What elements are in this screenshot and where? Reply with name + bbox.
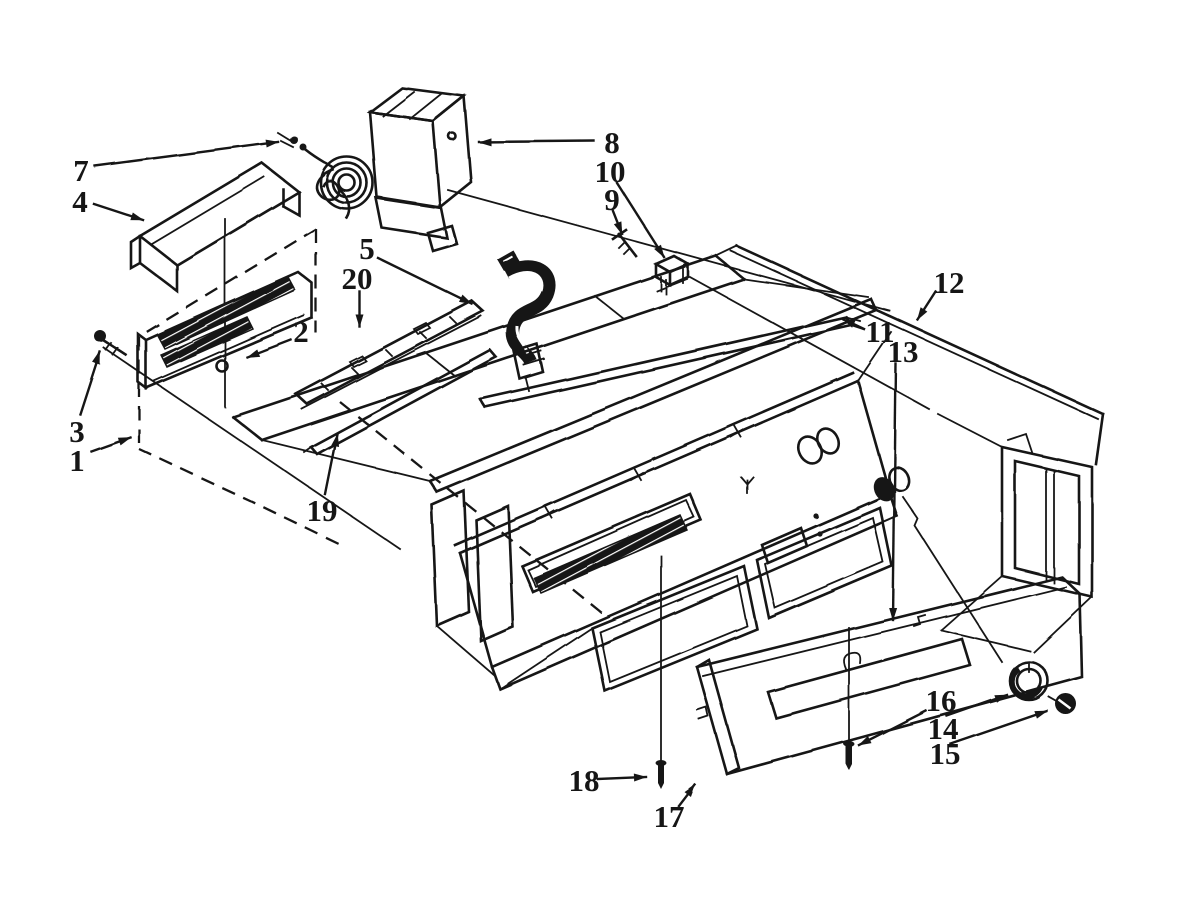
- leader-18: [596, 773, 648, 782]
- leader-1: [89, 435, 132, 453]
- leader-13: [889, 362, 898, 622]
- leader-3: [78, 350, 102, 416]
- leader-7: [93, 139, 280, 168]
- part-label-8: 8: [604, 125, 620, 160]
- leader-14: [945, 693, 1009, 718]
- part-label-19: 19: [307, 493, 338, 528]
- leader-8: [477, 137, 596, 146]
- leader-5: [376, 256, 474, 306]
- part-9-screw: [611, 228, 638, 258]
- part-4-endcap: [129, 161, 302, 294]
- part-3-screw: [94, 330, 128, 357]
- part-7-wire-terminal: [276, 131, 334, 169]
- part-15-knob-insert: [1047, 693, 1077, 715]
- part-18-screw: [655, 760, 667, 789]
- part-label-17: 17: [654, 799, 685, 834]
- leader-10: [615, 181, 666, 259]
- part-label-9: 9: [604, 182, 620, 217]
- leader-2: [245, 338, 293, 359]
- part-label-20: 20: [342, 261, 373, 296]
- part-14-timer-knob: [1008, 660, 1050, 702]
- part-label-1: 1: [69, 443, 85, 478]
- part-label-18: 18: [569, 763, 600, 798]
- part-20-trim-strip: [293, 299, 486, 411]
- part-5-wire-harness: [497, 250, 556, 393]
- leader-19: [323, 432, 339, 496]
- part-labels: 7 4 3 1 2 5 20 19 8 10 9 11 12 13 16 14 …: [69, 125, 964, 834]
- leader-4: [92, 202, 145, 222]
- leader-12: [916, 290, 938, 322]
- part-label-14: 14: [928, 711, 959, 746]
- part-label-13: 13: [888, 334, 919, 369]
- part-13-console-panel: [231, 254, 911, 693]
- part-label-16: 16: [926, 683, 957, 718]
- part-label-12: 12: [934, 265, 965, 300]
- leader-11: [841, 317, 866, 331]
- part-label-7: 7: [73, 153, 89, 188]
- leader-9: [611, 209, 624, 236]
- part-label-5: 5: [359, 231, 375, 266]
- part-label-2: 2: [293, 314, 309, 349]
- part-8-timer: [315, 86, 473, 253]
- part-label-3: 3: [69, 414, 85, 449]
- part-17-access-panel: [695, 575, 1084, 776]
- part-label-10: 10: [595, 154, 626, 189]
- part-10-switch: [653, 254, 691, 295]
- leader-17: [677, 783, 697, 808]
- part-label-4: 4: [72, 184, 88, 219]
- part-16-screw: [843, 741, 855, 770]
- part-label-11: 11: [865, 314, 894, 349]
- leader-lines: [78, 137, 1049, 808]
- leader-15: [949, 709, 1049, 746]
- part-19-trim-strip: [302, 348, 499, 456]
- part-12-rear-panel: [714, 244, 1105, 654]
- part-label-15: 15: [930, 736, 961, 771]
- part-2-switch-bank: [136, 270, 314, 390]
- leader-16: [857, 709, 928, 747]
